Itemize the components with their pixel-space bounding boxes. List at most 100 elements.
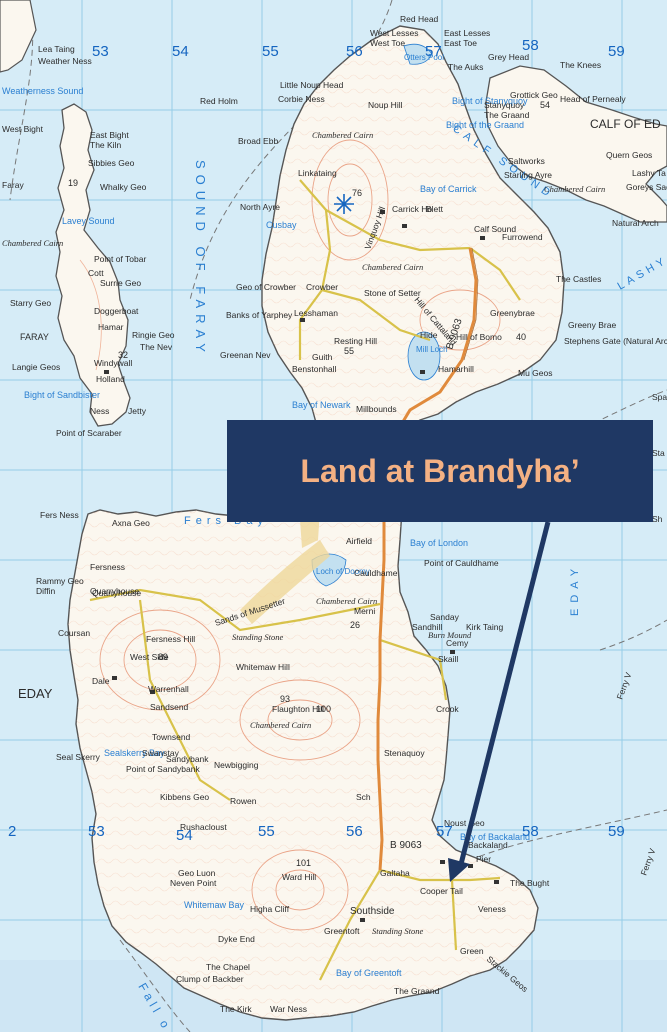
- map-label-geo-of-crowber: Geo of Crowber: [236, 282, 296, 292]
- map-label-east-lesses: East Lesses: [444, 28, 490, 38]
- map-label-the-nev: The Nev: [140, 342, 173, 352]
- map-label-sanday: Sanday: [430, 612, 460, 622]
- map-label-sta: Sta: [652, 448, 665, 458]
- map-label-whalky-geo: Whalky Geo: [100, 182, 147, 192]
- map-label-corbie-ness: Corbie Ness: [278, 94, 325, 104]
- map-label-quarryhouse: Quarryhouse: [92, 588, 141, 598]
- map-label-higha-cliff: Higha Cliff: [250, 904, 290, 914]
- map-label-weather-ness: Weather Ness: [38, 56, 92, 66]
- grid-label-top-53: 53: [92, 43, 109, 60]
- map-label-west-lesses: West Lesses: [370, 28, 419, 38]
- map-label-skaill: Skaill: [438, 654, 458, 664]
- sea-label-weatherness-sound: Weatherness Sound: [2, 86, 83, 96]
- map-label-diffin: Diffin: [36, 586, 55, 596]
- sea-label-bay-of-london: Bay of London: [410, 538, 468, 548]
- grid-label-top-59: 59: [608, 43, 625, 60]
- grid-label-bottom-56: 56: [346, 823, 363, 840]
- map-label-chambered-cairn: Chambered Cairn: [316, 596, 377, 606]
- map-label-the-chapel: The Chapel: [206, 962, 250, 972]
- place-label-calf-of-eday: CALF OF ED: [590, 117, 661, 131]
- grid-label-top-56: 56: [346, 43, 363, 60]
- map-label-resting-hill: Resting Hill: [334, 336, 377, 346]
- map-label-noust-geo: Noust Geo: [444, 818, 485, 828]
- map-label-point-of-sandybank: Point of Sandybank: [126, 764, 200, 774]
- map-label-fers-ness: Fers Ness: [40, 510, 79, 520]
- map-label-sh: Sh: [652, 514, 663, 524]
- sea-label-bay-of-backaland: Bay of Backaland: [460, 832, 530, 842]
- map-label-faray: FARAY: [20, 332, 49, 342]
- map-label-red-holm: Red Holm: [200, 96, 238, 106]
- sea-label-bay-of-newark: Bay of Newark: [292, 400, 351, 410]
- map-label-crowber: Crowber: [306, 282, 338, 292]
- map-label-benstonhall: Benstonhall: [292, 364, 337, 374]
- mill-loch: [407, 331, 441, 381]
- map-label-point-of-scaraber: Point of Scaraber: [56, 428, 122, 438]
- map-label-quern-geos: Quern Geos: [606, 150, 652, 160]
- map-label-grey-head: Grey Head: [488, 52, 529, 62]
- map-label-cooper-tail: Cooper Tail: [420, 886, 463, 896]
- map-label-point-of-tobar: Point of Tobar: [94, 254, 146, 264]
- calf-of-eday: [485, 65, 667, 223]
- grid-label-bottom-59: 59: [608, 823, 625, 840]
- map-label-natural-arch: Natural Arch: [612, 218, 659, 228]
- map-label-veness: Veness: [478, 904, 506, 914]
- sea-label-bight-of-graand: Bight of the Graand: [446, 120, 524, 130]
- map-label-warrenhall: Warrenhall: [148, 684, 189, 694]
- map-label-cauldhame: Cauldhame: [354, 568, 398, 578]
- map-label-76: 76: [352, 188, 362, 198]
- map-label-goreys-saddle: Goreys Saddle: [626, 182, 667, 192]
- map-label-geo-luon: Geo Luon: [178, 868, 216, 878]
- map-label-furrowend: Furrowend: [502, 232, 543, 242]
- map-label-head-of-pernealy: Head of Pernealy: [560, 94, 626, 104]
- map-label-saltworks: Saltworks: [508, 156, 545, 166]
- map-label-dale: Dale: [92, 676, 110, 686]
- map-label-point-of-cauldhame: Point of Cauldhame: [424, 558, 499, 568]
- map-label-eday: EDAY: [18, 686, 53, 701]
- map-label-101: 101: [296, 858, 311, 868]
- sea-label-sound-of-faray: SOUND OF FARAY: [193, 160, 208, 358]
- road-b9063-casing: [463, 247, 479, 361]
- faray-contours: [79, 259, 102, 371]
- sea-label-mill-loch: Mill Loch: [416, 345, 448, 354]
- map-label-coursan: Coursan: [58, 628, 90, 638]
- map-label-quarryhouse: Quarryhouse: [90, 586, 139, 596]
- map-label-chambered-cairn: Chambered Cairn: [544, 184, 605, 194]
- map-label-east-toe: East Toe: [444, 38, 477, 48]
- map-label-greenybrae: Greenybrae: [490, 308, 535, 318]
- map-label-the-graand: The Graand: [484, 110, 530, 120]
- map-label-stenaquoy: Stenaquoy: [384, 748, 425, 758]
- sea-label-lavey-sound: Lavey Sound: [62, 216, 115, 226]
- map-label-axna-geo: Axna Geo: [112, 518, 150, 528]
- map-label-26: 26: [350, 620, 360, 630]
- map-label-sandybank: Sandybank: [166, 754, 209, 764]
- map-label-grottick-geo: Grottick Geo: [510, 90, 558, 100]
- map-label-starry-geo: Starry Geo: [10, 298, 51, 308]
- map-label-standing-stone: Standing Stone: [232, 632, 283, 642]
- map-label-hide: Hide: [420, 330, 438, 340]
- grid-label-bottom-55: 55: [258, 823, 275, 840]
- sea-label-sealskerry-bay: Sealskerry Bay: [104, 748, 165, 758]
- map-label-blett: Blett: [426, 204, 444, 214]
- otters-pool: [403, 43, 433, 65]
- map-label-the-auks: The Auks: [448, 62, 483, 72]
- hill-contours: [99, 139, 501, 931]
- spot-heights: 19 32 76 55 40 89 26 93 100 101 54: [68, 100, 550, 868]
- map-label-langie-geos: Langie Geos: [12, 362, 60, 372]
- wind-turbine-symbol: [334, 194, 354, 214]
- map-label-guith: Guith: [312, 352, 333, 362]
- grid-label-bottom-58: 58: [522, 823, 539, 840]
- map-label-west-toe: West Toe: [370, 38, 405, 48]
- sea-label-bight-of-sandbister: Bight of Sandbister: [24, 390, 100, 400]
- map-label-lesshaman: Lesshaman: [294, 308, 338, 318]
- map-label-southside: Southside: [350, 906, 395, 917]
- map-label-war-ness: War Ness: [270, 1004, 307, 1014]
- map-label-the-bught: The Bught: [510, 878, 550, 888]
- map-label-noup-hill: Noup Hill: [368, 100, 403, 110]
- map-label-greenan-nev: Greenan Nev: [220, 350, 271, 360]
- map-label-fersness-hill: Fersness Hill: [146, 634, 195, 644]
- map-label-kibbens-geo: Kibbens Geo: [160, 792, 209, 802]
- map-label-red-head: Red Head: [400, 14, 439, 24]
- map-label-crook: Crook: [436, 704, 459, 714]
- map-label-ness: Ness: [90, 406, 109, 416]
- map-label-whitemaw-hill: Whitemaw Hill: [236, 662, 290, 672]
